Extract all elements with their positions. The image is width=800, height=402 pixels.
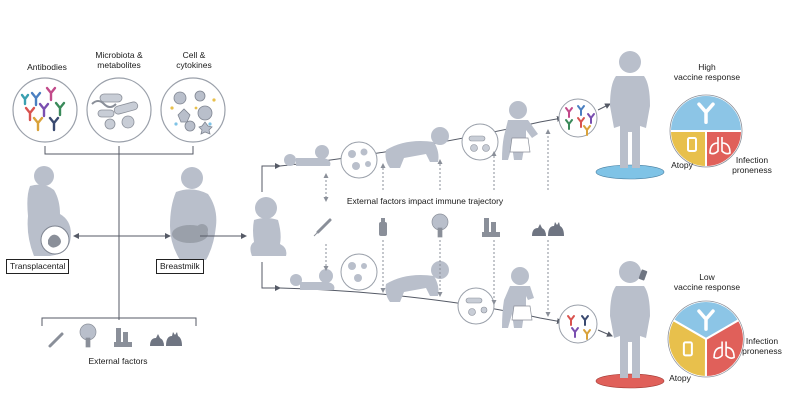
low-antibody-icon xyxy=(697,309,715,331)
upper-crawling-baby-2 xyxy=(385,127,449,168)
low-atopy-label: Atopy xyxy=(669,373,691,383)
microbiota-circle xyxy=(86,77,152,143)
high-infection-label: Infection proneness xyxy=(722,155,782,175)
lower-cells-circle xyxy=(340,253,378,291)
upper-microbiota-circle xyxy=(461,123,499,161)
upper-standing-toddler xyxy=(502,101,538,160)
high-vaccine-line1: High xyxy=(698,62,716,72)
high-pie-ring xyxy=(669,94,743,168)
dog-cat-icon xyxy=(532,222,564,236)
external-factors-label: External factors xyxy=(88,356,148,366)
influence-arrows xyxy=(323,129,551,317)
syringe-icon xyxy=(313,218,332,237)
low-outcome-pie xyxy=(667,300,745,379)
low-vaccine-line1: Low xyxy=(699,272,715,282)
high-adult xyxy=(610,51,650,168)
dog-cat-icon-bottom xyxy=(150,332,182,346)
upper-crawling-baby-1 xyxy=(284,145,331,166)
high-outcome-pie xyxy=(668,94,744,169)
cells-label: Cell & cytokines xyxy=(164,50,224,70)
lower-standing-toddler xyxy=(502,267,534,328)
high-vaccine-label: High vaccine response xyxy=(666,62,748,82)
low-inhaler-icon xyxy=(682,341,693,357)
low-infection-line1: Infection xyxy=(745,336,779,346)
lower-antibodies-circle xyxy=(558,304,598,344)
low-adult xyxy=(610,261,650,378)
transplacental-label: Transplacental xyxy=(6,259,70,274)
microbiota-label: Microbiota & metabolites xyxy=(84,50,154,70)
bottle-icon xyxy=(379,218,387,236)
antibody-icons xyxy=(20,86,66,132)
low-infection-label: Infection proneness xyxy=(732,336,792,356)
factory-icon xyxy=(482,218,500,237)
high-infection-line1: Infection xyxy=(735,155,769,165)
source-bracket xyxy=(44,146,194,320)
factory-icon-bottom xyxy=(114,328,132,347)
high-infection-line2: proneness xyxy=(732,165,772,175)
inhaler-icon-low xyxy=(638,269,648,281)
cells-label-line1: Cell & xyxy=(182,50,206,60)
low-pie-ring xyxy=(667,300,745,378)
high-lungs-icon xyxy=(709,137,731,155)
branch-lines xyxy=(261,163,281,291)
antibodies-circle xyxy=(12,77,78,143)
tree-icon-bottom xyxy=(79,323,97,348)
syringe-icon-bottom xyxy=(48,332,64,348)
microbiota-label-line1: Microbiota & xyxy=(95,50,143,60)
sitting-baby xyxy=(250,197,287,256)
high-atopy-label: Atopy xyxy=(671,160,693,170)
low-vaccine-line2: vaccine response xyxy=(673,282,741,292)
high-inhaler-icon xyxy=(686,137,697,153)
microbiota-label-line2: metabolites xyxy=(97,60,141,70)
low-platform xyxy=(595,373,665,389)
tree-icon xyxy=(431,213,449,238)
cells-circle xyxy=(160,77,226,143)
antibodies-label: Antibodies xyxy=(27,62,67,72)
low-lungs-icon xyxy=(713,341,735,359)
low-infection-line2: proneness xyxy=(742,346,782,356)
breastmilk-label: Breastmilk xyxy=(156,259,204,274)
upper-antibodies-circle xyxy=(558,98,598,138)
high-platform xyxy=(595,164,665,180)
upper-cells-circle xyxy=(340,141,378,179)
cells-label-line2: cytokines xyxy=(176,60,212,70)
pregnant-mother xyxy=(27,166,71,256)
high-vaccine-line2: vaccine response xyxy=(673,72,741,82)
lower-crawling-baby-2 xyxy=(385,261,449,302)
breastfeeding-mother xyxy=(170,167,217,260)
lower-crawling-baby-1 xyxy=(290,269,335,290)
trajectory-label: External factors impact immune trajector… xyxy=(346,196,504,206)
external-factors-bracket xyxy=(41,317,197,326)
low-vaccine-label: Low vaccine response xyxy=(666,272,748,292)
lower-microbiota-circle xyxy=(457,287,495,325)
high-antibody-icon xyxy=(697,102,715,124)
